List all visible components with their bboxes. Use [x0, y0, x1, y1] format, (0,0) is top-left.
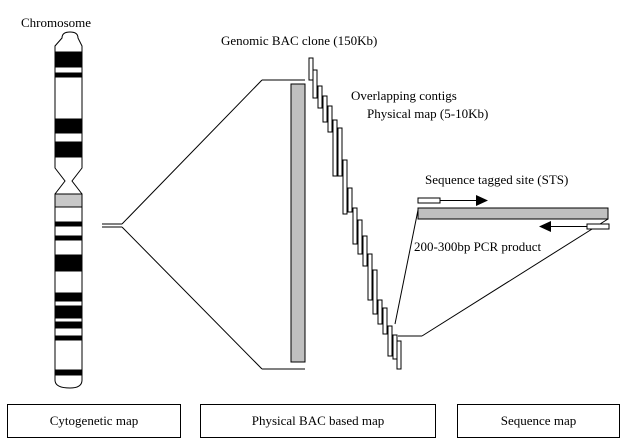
- physical-map-caption: Physical BAC based map: [200, 404, 436, 438]
- chromosome-band: [54, 305, 83, 319]
- cytogenetic-map-caption: Cytogenetic map: [7, 404, 181, 438]
- contig: [327, 105, 333, 133]
- contig: [312, 69, 318, 99]
- chromosome-band: [54, 292, 83, 302]
- chromosome-band: [54, 235, 83, 241]
- forward-primer: [417, 195, 488, 206]
- contig: [382, 307, 388, 335]
- contig: [357, 219, 363, 255]
- contig: [347, 187, 353, 213]
- chromosome-outline: [54, 31, 83, 389]
- sequence-map-caption: Sequence map: [457, 404, 620, 438]
- contig: [392, 334, 398, 360]
- bac-clone-label: Genomic BAC clone (150Kb): [221, 33, 378, 48]
- centromere-region: [54, 193, 83, 208]
- chromosome-band: [54, 321, 83, 329]
- contig: [396, 340, 402, 370]
- chromosome: [54, 31, 83, 389]
- arrow-right-icon: [476, 195, 488, 206]
- chromosome-marker: [102, 223, 122, 228]
- contig: [342, 159, 348, 215]
- contig: [317, 85, 323, 109]
- chromosome-band: [54, 369, 83, 376]
- pcr-product-label: 200-300bp PCR product: [414, 239, 542, 254]
- chromosome-label: Chromosome: [21, 15, 92, 30]
- zoom-lines-contig-to-sequence: [394, 209, 609, 337]
- contig: [387, 325, 393, 357]
- contig: [352, 207, 358, 245]
- chromosome-band: [54, 141, 83, 158]
- chromosome-band: [54, 118, 83, 134]
- chromosome-band: [54, 51, 83, 68]
- contig: [308, 57, 314, 81]
- bac-clone-bar: [290, 83, 306, 363]
- contig: [362, 235, 368, 267]
- overlapping-contigs: [308, 57, 402, 370]
- overlapping-contigs-label: Overlapping contigs: [351, 88, 457, 103]
- chromosome-band: [54, 221, 83, 227]
- chromosome-band: [54, 72, 83, 78]
- zoom-lines-cytogenetic-to-bac: [121, 79, 305, 370]
- sts-label: Sequence tagged site (STS): [425, 172, 569, 187]
- contig: [367, 253, 373, 301]
- reverse-primer: [539, 221, 610, 232]
- contig: [322, 95, 328, 123]
- arrow-left-icon: [539, 221, 551, 232]
- contig: [332, 119, 338, 177]
- physical-map-label: Physical map (5-10Kb): [367, 106, 489, 121]
- contig: [372, 269, 378, 315]
- contig: [337, 127, 343, 177]
- contig: [377, 299, 383, 325]
- sts-bar: [417, 207, 609, 220]
- chromosome-band: [54, 335, 83, 341]
- chromosome-band: [54, 254, 83, 272]
